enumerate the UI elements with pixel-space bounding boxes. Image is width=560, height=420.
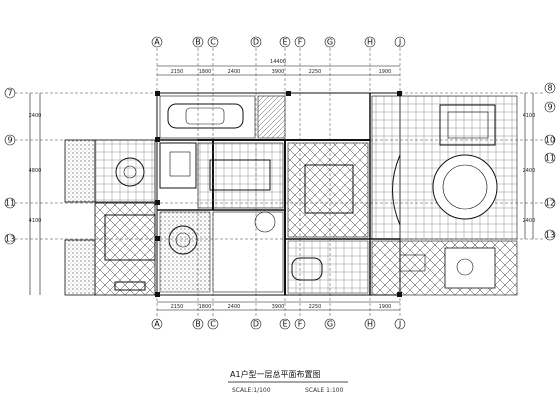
drawing-title: A1户型一层总平面布置图 (230, 369, 321, 379)
axis-bottom-label: J (398, 320, 401, 329)
axis-bottom-label: A (154, 320, 160, 329)
axis-bottom-label: F (298, 320, 303, 329)
dim-left: 4800 (29, 168, 42, 174)
axis-top-label: F (298, 38, 303, 47)
dim-bottom: 1800 (199, 304, 212, 310)
axis-bottom-label: B (195, 320, 201, 329)
axis-bottom-label: C (210, 320, 216, 329)
staircase (257, 95, 286, 139)
dim-top: 1900 (379, 69, 392, 75)
axis-bottom-label: G (327, 320, 333, 329)
drawing-scale-note: SCALE 1:100 (305, 387, 344, 394)
axis-right-label: 12 (545, 199, 555, 208)
axis-right-label: 8 (547, 84, 552, 93)
dim-top: 2250 (309, 69, 322, 75)
axis-top-label: C (210, 38, 216, 47)
left-axis-labels: 7 9 11 13 (4, 87, 16, 245)
axis-top-label: J (398, 38, 401, 47)
dim-right: 2400 (523, 168, 536, 174)
axis-right-label: 9 (547, 103, 552, 112)
dim-top: 3900 (272, 69, 285, 75)
dimension-lines (29, 65, 534, 311)
dim-top: 2400 (228, 69, 241, 75)
axis-bottom-label: H (367, 320, 373, 329)
axis-top-label: D (253, 38, 259, 47)
axis-right-label: 10 (545, 136, 555, 145)
axis-top-label: B (195, 38, 201, 47)
dim-top-total: 14400 (270, 59, 286, 65)
dim-bottom: 2250 (309, 304, 322, 310)
axis-left-label: 13 (5, 235, 15, 244)
dim-bottom: 2400 (228, 304, 241, 310)
axis-left-label: 9 (7, 136, 12, 145)
dim-left: 2400 (29, 113, 42, 119)
axis-top-label: E (282, 38, 287, 47)
axis-bottom-label: E (282, 320, 287, 329)
living-rooms (159, 142, 369, 238)
dim-right: 2400 (523, 218, 536, 224)
bottom-axis-labels: A B C D E F G H J (151, 318, 406, 330)
axis-top-label: H (367, 38, 373, 47)
right-terrace (371, 95, 518, 296)
axis-top-label: A (154, 38, 160, 47)
top-axis-labels: A B C D E F G H J (151, 36, 406, 48)
axis-right-label: 11 (545, 154, 555, 163)
dim-bottom: 3900 (272, 304, 285, 310)
axis-top-label: G (327, 38, 333, 47)
dim-left: 4100 (29, 218, 42, 224)
dim-bottom: 1900 (379, 304, 392, 310)
dim-top: 1800 (199, 69, 212, 75)
axis-bottom-label: D (253, 320, 259, 329)
dim-bottom: 2150 (171, 304, 184, 310)
lower-rooms (114, 211, 369, 294)
dim-top: 2150 (171, 69, 184, 75)
axis-right-label: 13 (545, 231, 555, 240)
garage (159, 95, 256, 139)
dimension-texts: 14400 2150 1800 2400 3900 2250 1900 2150… (29, 59, 536, 310)
left-garden (64, 139, 156, 296)
axis-left-label: 7 (7, 89, 12, 98)
axis-left-label: 11 (5, 199, 15, 208)
drawing-sub-note: SCALE:1/100 (232, 387, 271, 394)
right-axis-labels: 8 9 10 11 12 13 (544, 82, 556, 241)
drawing-caption: A1户型一层总平面布置图 SCALE:1/100 SCALE 1:100 (228, 369, 348, 394)
dim-right: 4100 (523, 113, 536, 119)
